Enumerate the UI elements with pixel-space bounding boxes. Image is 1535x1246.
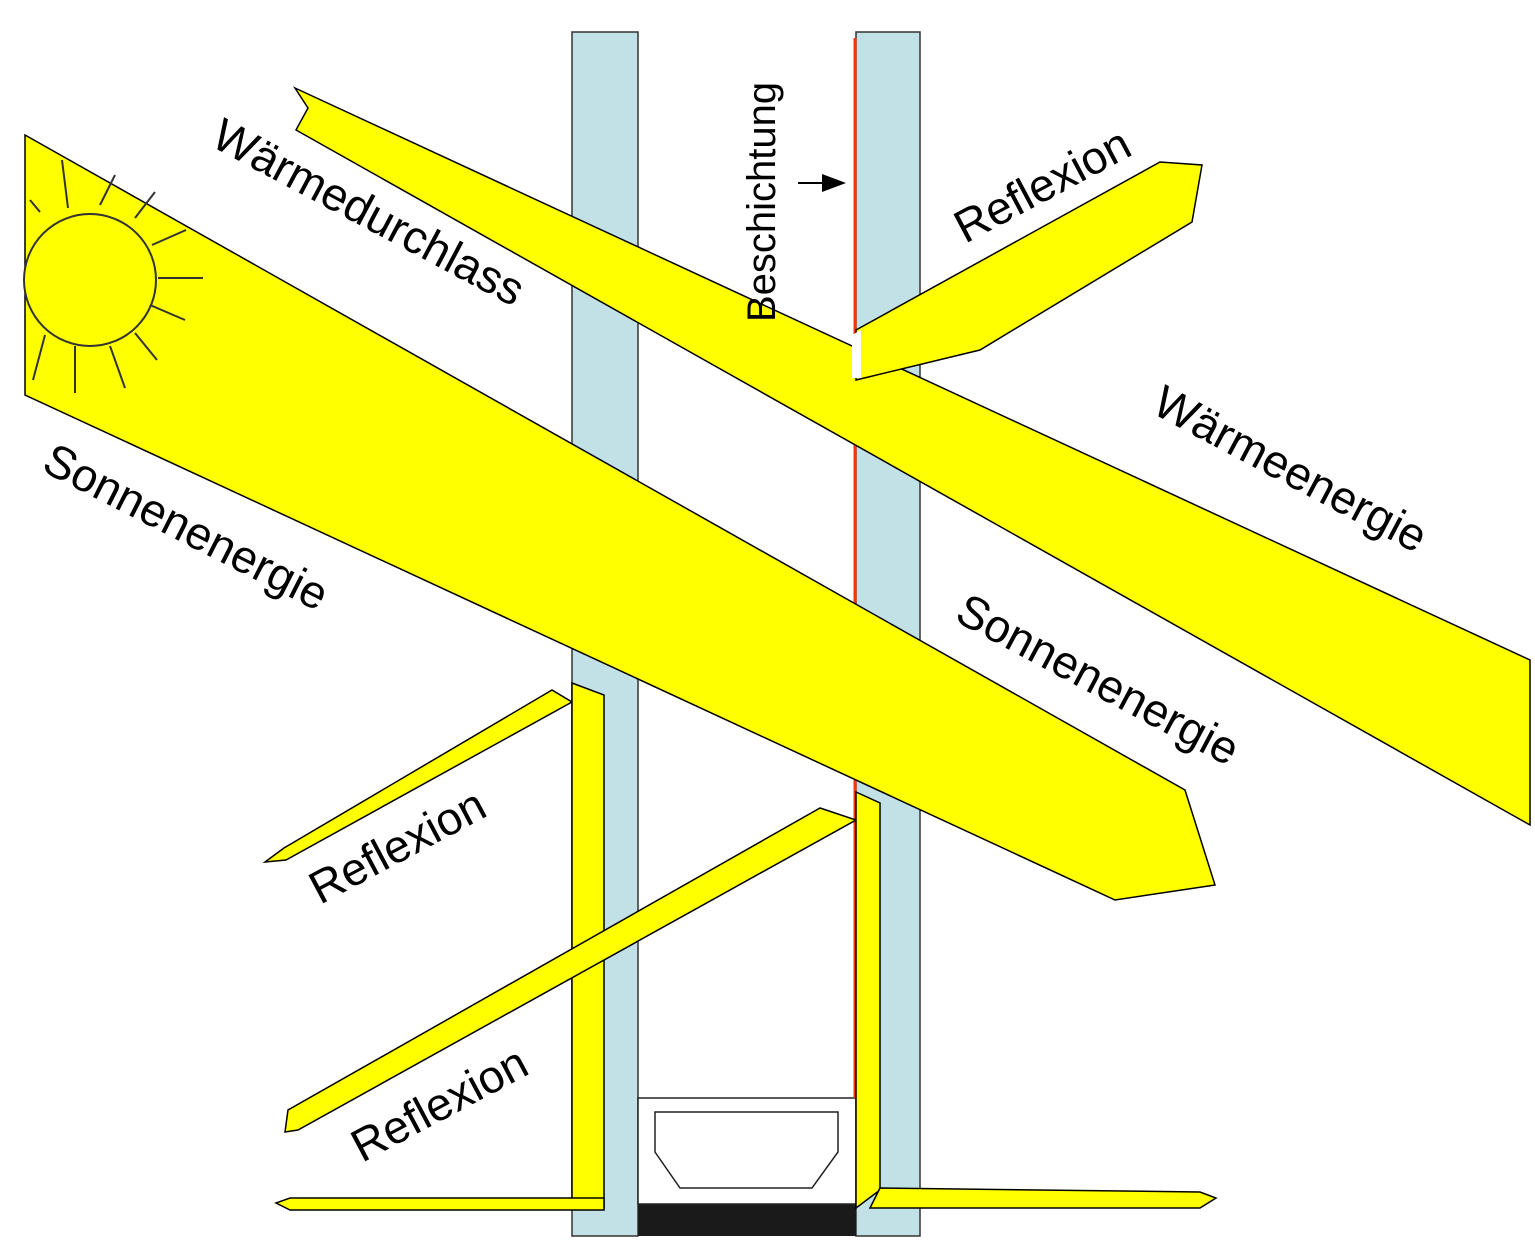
sonnenenergie-beam xyxy=(24,133,1216,901)
bottom-left-beam xyxy=(274,1197,605,1211)
reflexion-top-beam xyxy=(855,161,1203,381)
spacer-inner xyxy=(654,1111,839,1189)
label-beschichtung: Beschichtung xyxy=(740,82,784,322)
label-reflexion-low: Reflexion xyxy=(342,1036,536,1172)
reflexion-low-beam xyxy=(284,807,858,1133)
sun-icon xyxy=(23,159,203,393)
bottom-right-beam xyxy=(868,1187,1218,1209)
reflexion-mid-beam xyxy=(262,689,574,864)
sun-disc xyxy=(23,213,157,347)
inner-pane-channel xyxy=(855,790,881,1210)
coating-notch xyxy=(852,330,861,378)
waermeenergie-beam xyxy=(292,86,1531,827)
arrow-right-icon xyxy=(798,174,846,192)
